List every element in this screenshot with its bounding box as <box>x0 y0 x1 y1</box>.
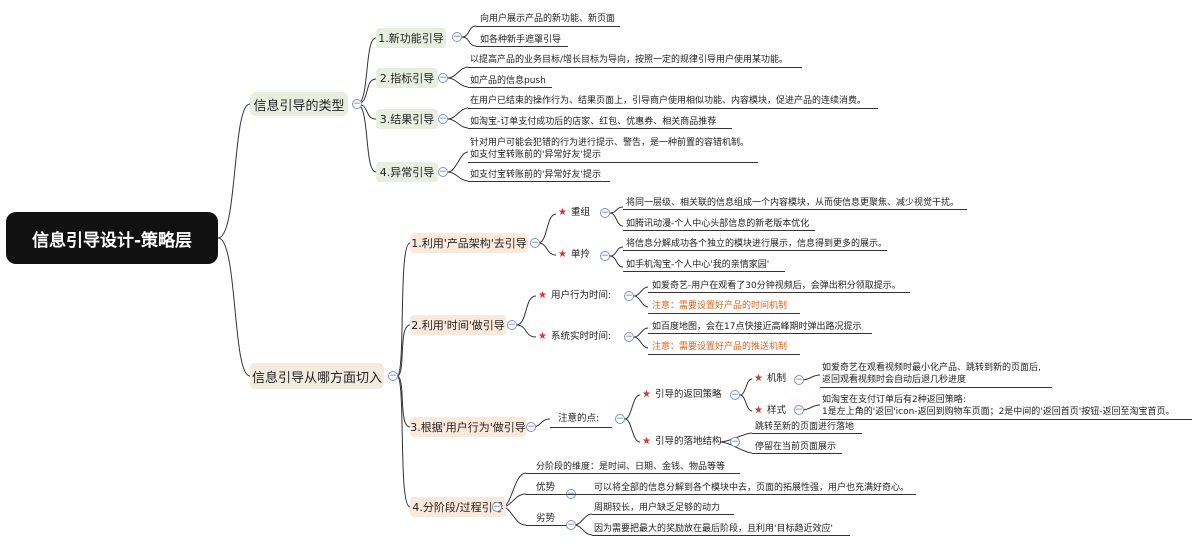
branch-time[interactable]: 2.利用'时间'做引导 <box>410 315 506 335</box>
star-icon: ★ <box>538 290 547 301</box>
collapse-icon[interactable]: − <box>615 414 625 424</box>
leaf-text: 如爱奇艺在观看视频时最小化产品、跳转到新的页面后, <box>822 363 1041 373</box>
leaf-text: 在用户已结束的操作行为、结果页面上，引导商户使用相似功能、内容模块，促进产品的连… <box>470 96 867 106</box>
type-new-feature[interactable]: 1.新功能引导 <box>376 28 446 48</box>
leaf-text: 如淘宝在支付订单后有2种返回策略: <box>822 395 966 405</box>
note-text: 注意：需要设置好产品的推送机制 <box>652 342 788 352</box>
type-metric[interactable]: 2.指标引导 <box>376 68 438 88</box>
keyword-style[interactable]: ★样式 <box>754 405 786 416</box>
leaf-text: 跳转至新的页面进行落地 <box>755 422 855 432</box>
collapse-icon[interactable]: − <box>600 208 610 218</box>
keyword-separate[interactable]: ★单拎 <box>558 249 590 260</box>
star-icon: ★ <box>754 405 763 416</box>
collapse-icon[interactable]: − <box>452 32 462 42</box>
star-icon: ★ <box>754 373 763 384</box>
leaf-text: 如百度地图，会在17点快接近高峰期时弹出路况提示 <box>652 322 862 332</box>
leaf-text: 如淘宝-订单支付成功后的店家、红包、优惠券、相关商品推荐 <box>470 117 717 127</box>
star-icon: ★ <box>558 207 567 218</box>
star-icon: ★ <box>558 249 567 260</box>
keyword-advantage[interactable]: 优势 <box>536 482 556 493</box>
star-icon: ★ <box>538 331 547 342</box>
collapse-icon[interactable]: − <box>566 520 576 530</box>
leaf-text: 停留在当前页面展示 <box>755 442 837 452</box>
keyword-landing-structure[interactable]: ★引导的落地结构 <box>642 436 722 447</box>
root-node[interactable]: 信息引导设计-策略层 <box>6 212 218 264</box>
keyword-return-strategy[interactable]: ★引导的返回策略 <box>642 389 722 400</box>
leaf-text: 将信息分解成功各个独立的模块进行展示，信息得到更多的展示。 <box>626 239 888 249</box>
types-node[interactable]: 信息引导的类型 <box>250 92 348 116</box>
collapse-icon[interactable]: − <box>794 405 804 415</box>
collapse-icon[interactable]: − <box>530 238 540 248</box>
star-icon: ★ <box>642 389 651 400</box>
collapse-icon[interactable]: − <box>624 332 634 342</box>
collapse-icon[interactable]: − <box>388 371 398 381</box>
collapse-icon[interactable]: − <box>438 114 448 124</box>
keyword-mechanism[interactable]: ★机制 <box>754 373 786 384</box>
collapse-icon[interactable]: − <box>492 502 502 512</box>
entry-node[interactable]: 信息引导从哪方面切入 <box>250 363 384 389</box>
collapse-icon[interactable]: − <box>794 375 804 385</box>
root-title: 信息引导设计-策略层 <box>31 230 193 251</box>
entry-title: 信息引导从哪方面切入 <box>251 370 382 386</box>
collapse-icon[interactable]: − <box>507 320 517 330</box>
keyword-system-time[interactable]: ★系统实时时间: <box>538 331 612 342</box>
note-text: 注意：需要设置好产品的时间机制 <box>652 301 788 311</box>
branch-user-behavior[interactable]: 3.根据'用户行为'做引导 <box>410 417 526 437</box>
leaf-text: 1是左上角的'返回'icon-返回到购物车页面；2是中间的'返回首页'按钮-返回… <box>822 407 1175 417</box>
leaf-text: 以提高产品的业务目标/增长目标为导向，按照一定的规律引导用户使用某功能。 <box>470 55 789 65</box>
collapse-icon[interactable]: − <box>438 167 448 177</box>
collapse-icon[interactable]: − <box>526 422 536 432</box>
star-icon: ★ <box>642 436 651 447</box>
leaf-text: 因为需要把最大的奖励放在最后阶段，且利用'目标趋近效应' <box>594 524 833 534</box>
collapse-icon[interactable]: − <box>730 437 740 447</box>
leaf-text: 如爱奇艺-用户在观看了30分钟视频后，会弹出积分领取提示。 <box>652 281 901 291</box>
leaf-text: 返回观看视频时会自动后退几秒进度 <box>822 375 967 385</box>
leaf-text: 分阶段的维度：是时间、日期、金钱、物品等等 <box>536 462 726 472</box>
note-label[interactable]: 注意的点: <box>558 413 600 424</box>
keyword-user-time[interactable]: ★用户行为时间: <box>538 290 612 301</box>
keyword-regroup[interactable]: ★重组 <box>558 207 590 218</box>
leaf-text: 如手机淘宝-个人中心'我的亲情家园' <box>626 260 770 270</box>
leaf-text: 向用户展示产品的新功能、新页面 <box>480 14 616 24</box>
leaf-text: 将同一层级、相关联的信息组成一个内容模块，从而使信息更聚焦、减少视觉干扰。 <box>626 198 960 208</box>
collapse-icon[interactable]: − <box>352 99 362 109</box>
type-result[interactable]: 3.结果引导 <box>376 109 438 129</box>
collapse-icon[interactable]: − <box>600 251 610 261</box>
branch-phased[interactable]: 4.分阶段/过程引导 <box>410 497 506 517</box>
branch-architecture[interactable]: 1.利用'产品架构'去引导 <box>410 233 528 253</box>
leaf-text: 可以将全部的信息分解到各个模块中去，页面的拓展性强，用户也充满好奇心。 <box>594 483 910 493</box>
keyword-disadvantage[interactable]: 劣势 <box>536 513 556 524</box>
collapse-icon[interactable]: − <box>730 390 740 400</box>
types-title: 信息引导的类型 <box>253 98 345 114</box>
collapse-icon[interactable]: − <box>438 73 448 83</box>
leaf-text: 如支付宝转账前的'异常好友'提示 <box>470 150 601 160</box>
leaf-text: 如各种新手遮罩引导 <box>480 35 562 45</box>
leaf-text: 针对用户可能会犯错的行为进行提示、警告，是一种前置的容错机制。 <box>470 138 750 148</box>
leaf-text: 周期较长，用户缺乏足够的动力 <box>594 503 721 513</box>
leaf-text: 如腾讯动漫-个人中心头部信息的新老版本优化 <box>626 219 810 229</box>
type-exception[interactable]: 4.异常引导 <box>376 162 438 182</box>
leaf-text: 如产品的信息push <box>470 76 546 86</box>
leaf-text: 如支付宝转账前的'异常好友'提示 <box>470 170 601 180</box>
collapse-icon[interactable]: − <box>624 291 634 301</box>
